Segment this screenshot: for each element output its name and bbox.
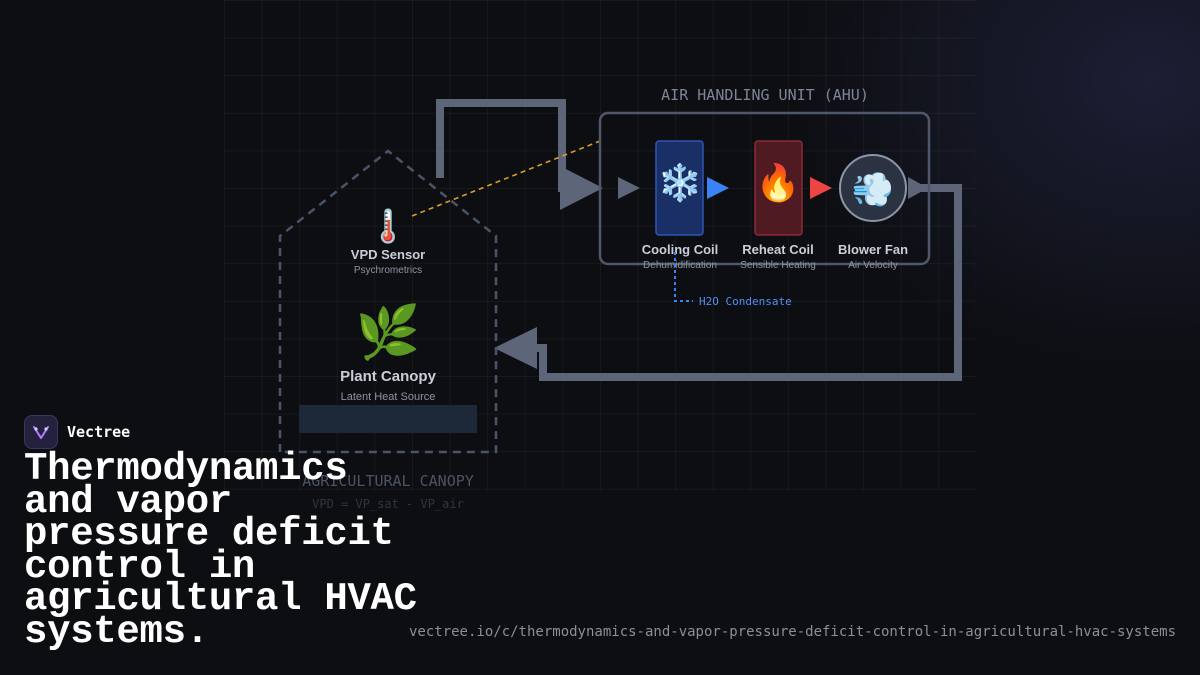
sensor-link-line [411, 140, 601, 217]
snowflake-icon: ❄️ [658, 162, 703, 203]
plant-canopy-sublabel: Latent Heat Source [341, 391, 436, 403]
condensate-line [674, 252, 693, 302]
herb-icon: 🌿 [356, 302, 421, 362]
blower-fan-label: Blower Fan [838, 242, 908, 257]
ahu-box [598, 111, 931, 266]
canopy-title: AGRICULTURAL CANOPY [302, 472, 474, 490]
blower-fan-sublabel: Air Velocity [848, 260, 897, 271]
canopy-greenhouse-outline [278, 149, 498, 454]
flame-icon: 🔥 [756, 162, 801, 203]
article-url[interactable]: vectree.io/c/thermodynamics-and-vapor-pr… [408, 624, 1176, 640]
wind-icon: 💨 [852, 171, 894, 209]
supply-duct [530, 184, 962, 381]
reheat-arrow [810, 177, 832, 199]
vpd-sensor-label: VPD Sensor [351, 247, 425, 262]
cooling-coil-sublabel: Dehumidification [643, 260, 717, 271]
page-title: Thermodynamics and vapor pressure defici… [24, 447, 417, 654]
canopy-soil-bar [299, 405, 477, 433]
reheat-coil-block [754, 140, 803, 236]
return-duct-arrowhead [560, 166, 603, 210]
canopy-formula: VPD = VP_sat - VP_air [312, 497, 464, 511]
brand-name: Vectree [67, 423, 131, 441]
reheat-coil-label: Reheat Coil [742, 242, 814, 257]
blower-fan-circle [839, 154, 907, 222]
cooling-coil-block [655, 140, 704, 236]
brand: Vectree [24, 415, 130, 449]
vectree-logo-icon [24, 415, 58, 449]
thermometer-icon: 🌡️ [368, 208, 408, 244]
ahu-outlet-chevron [908, 177, 928, 199]
ahu-inlet-chevron [618, 177, 640, 199]
cooling-arrow [707, 177, 729, 199]
vpd-sensor-sublabel: Psychrometrics [354, 265, 422, 276]
condensate-label: H2O Condensate [699, 295, 792, 308]
supply-duct-arrowhead [494, 327, 537, 369]
cooling-coil-label: Cooling Coil [642, 242, 719, 257]
ahu-title: AIR HANDLING UNIT (AHU) [661, 86, 869, 104]
plant-canopy-label: Plant Canopy [340, 368, 437, 385]
reheat-coil-sublabel: Sensible Heating [740, 260, 816, 271]
